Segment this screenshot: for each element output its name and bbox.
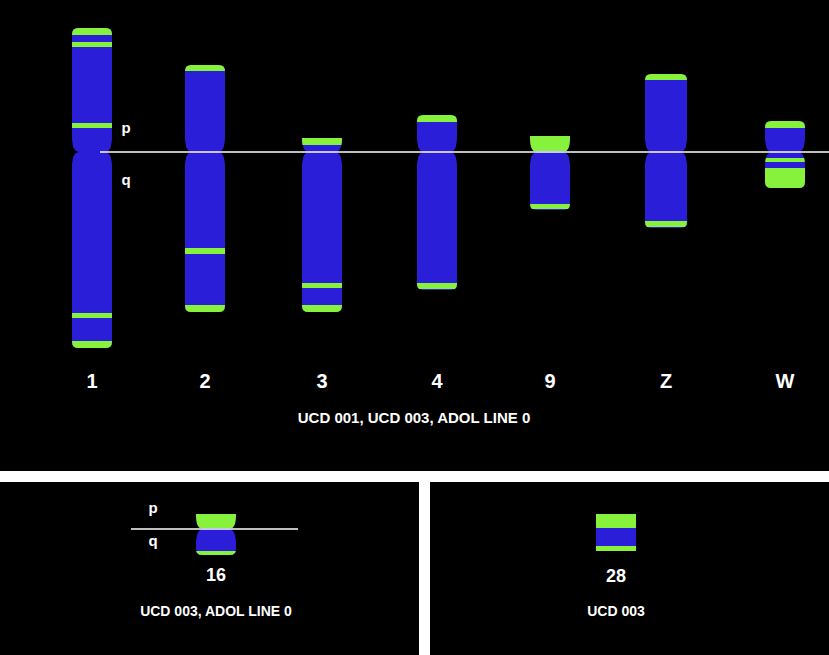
chromosome-number: W (776, 370, 795, 392)
telomere-band (416, 115, 458, 122)
centromere-line (131, 528, 298, 530)
telomere-band (184, 248, 226, 254)
telomere-band (184, 65, 226, 71)
chromosome-body (596, 514, 636, 551)
telomere-band (195, 514, 237, 528)
line-caption: UCD 001, UCD 003, ADOL LINE 0 (298, 410, 531, 427)
chromosome-number: 3 (316, 370, 327, 392)
chromosome-ideogram (184, 65, 226, 312)
telomere-band (595, 546, 637, 551)
centromere-line (100, 151, 829, 153)
chromosome-body (417, 115, 457, 290)
telomere-band (764, 158, 806, 162)
arm-label: q (148, 533, 157, 550)
telomere-band (595, 514, 637, 528)
arm-label: p (121, 120, 130, 137)
telomere-band (71, 28, 113, 35)
telomere-band (71, 313, 113, 318)
chromosome-body (530, 136, 570, 210)
telomere-band (301, 138, 343, 145)
telomere-band (71, 42, 113, 47)
chromosome-ideogram (764, 121, 806, 188)
chromosome-ideogram (71, 28, 113, 348)
telomere-band (184, 305, 226, 312)
chromosome-number: 4 (431, 370, 442, 392)
arm-label: p (148, 500, 157, 517)
chromosome-ideogram (529, 136, 571, 210)
chromosome-body (185, 65, 225, 312)
bottom-right-panel (430, 482, 829, 655)
chromosome-number: 28 (606, 567, 626, 587)
telomere-band (71, 341, 113, 348)
telomere-band (301, 305, 343, 312)
chromosome-number: 2 (199, 370, 210, 392)
chromosome-ideogram (416, 115, 458, 290)
telomere-band (529, 136, 571, 151)
telomere-band (416, 283, 458, 289)
telomere-band (529, 204, 571, 209)
top-panel (0, 0, 829, 471)
line-caption: UCD 003, ADOL LINE 0 (140, 604, 292, 619)
chromosome-ideogram (595, 514, 637, 551)
chromosome-ideogram (301, 138, 343, 312)
chromosome-number: 16 (206, 566, 226, 586)
chromosome-body (645, 74, 687, 228)
chromosome-number: 9 (544, 370, 555, 392)
chromosome-body (765, 121, 805, 188)
telomere-band (764, 168, 806, 188)
chromosome-number: Z (660, 370, 672, 392)
telomere-band (195, 551, 237, 555)
line-caption: UCD 003 (587, 604, 645, 619)
telomere-band (644, 74, 688, 80)
chromosome-ideogram (644, 74, 688, 228)
chromosome-body (302, 138, 342, 312)
chromosome-body (72, 28, 112, 348)
chromosome-body (196, 514, 236, 555)
telomere-band (301, 283, 343, 288)
bottom-left-panel (0, 482, 419, 655)
telomere-band (764, 121, 806, 128)
telomere-band (71, 123, 113, 128)
chromosome-number: 1 (86, 370, 97, 392)
arm-label: q (121, 172, 130, 189)
telomere-band (644, 221, 688, 227)
chromosome-ideogram (195, 514, 237, 555)
